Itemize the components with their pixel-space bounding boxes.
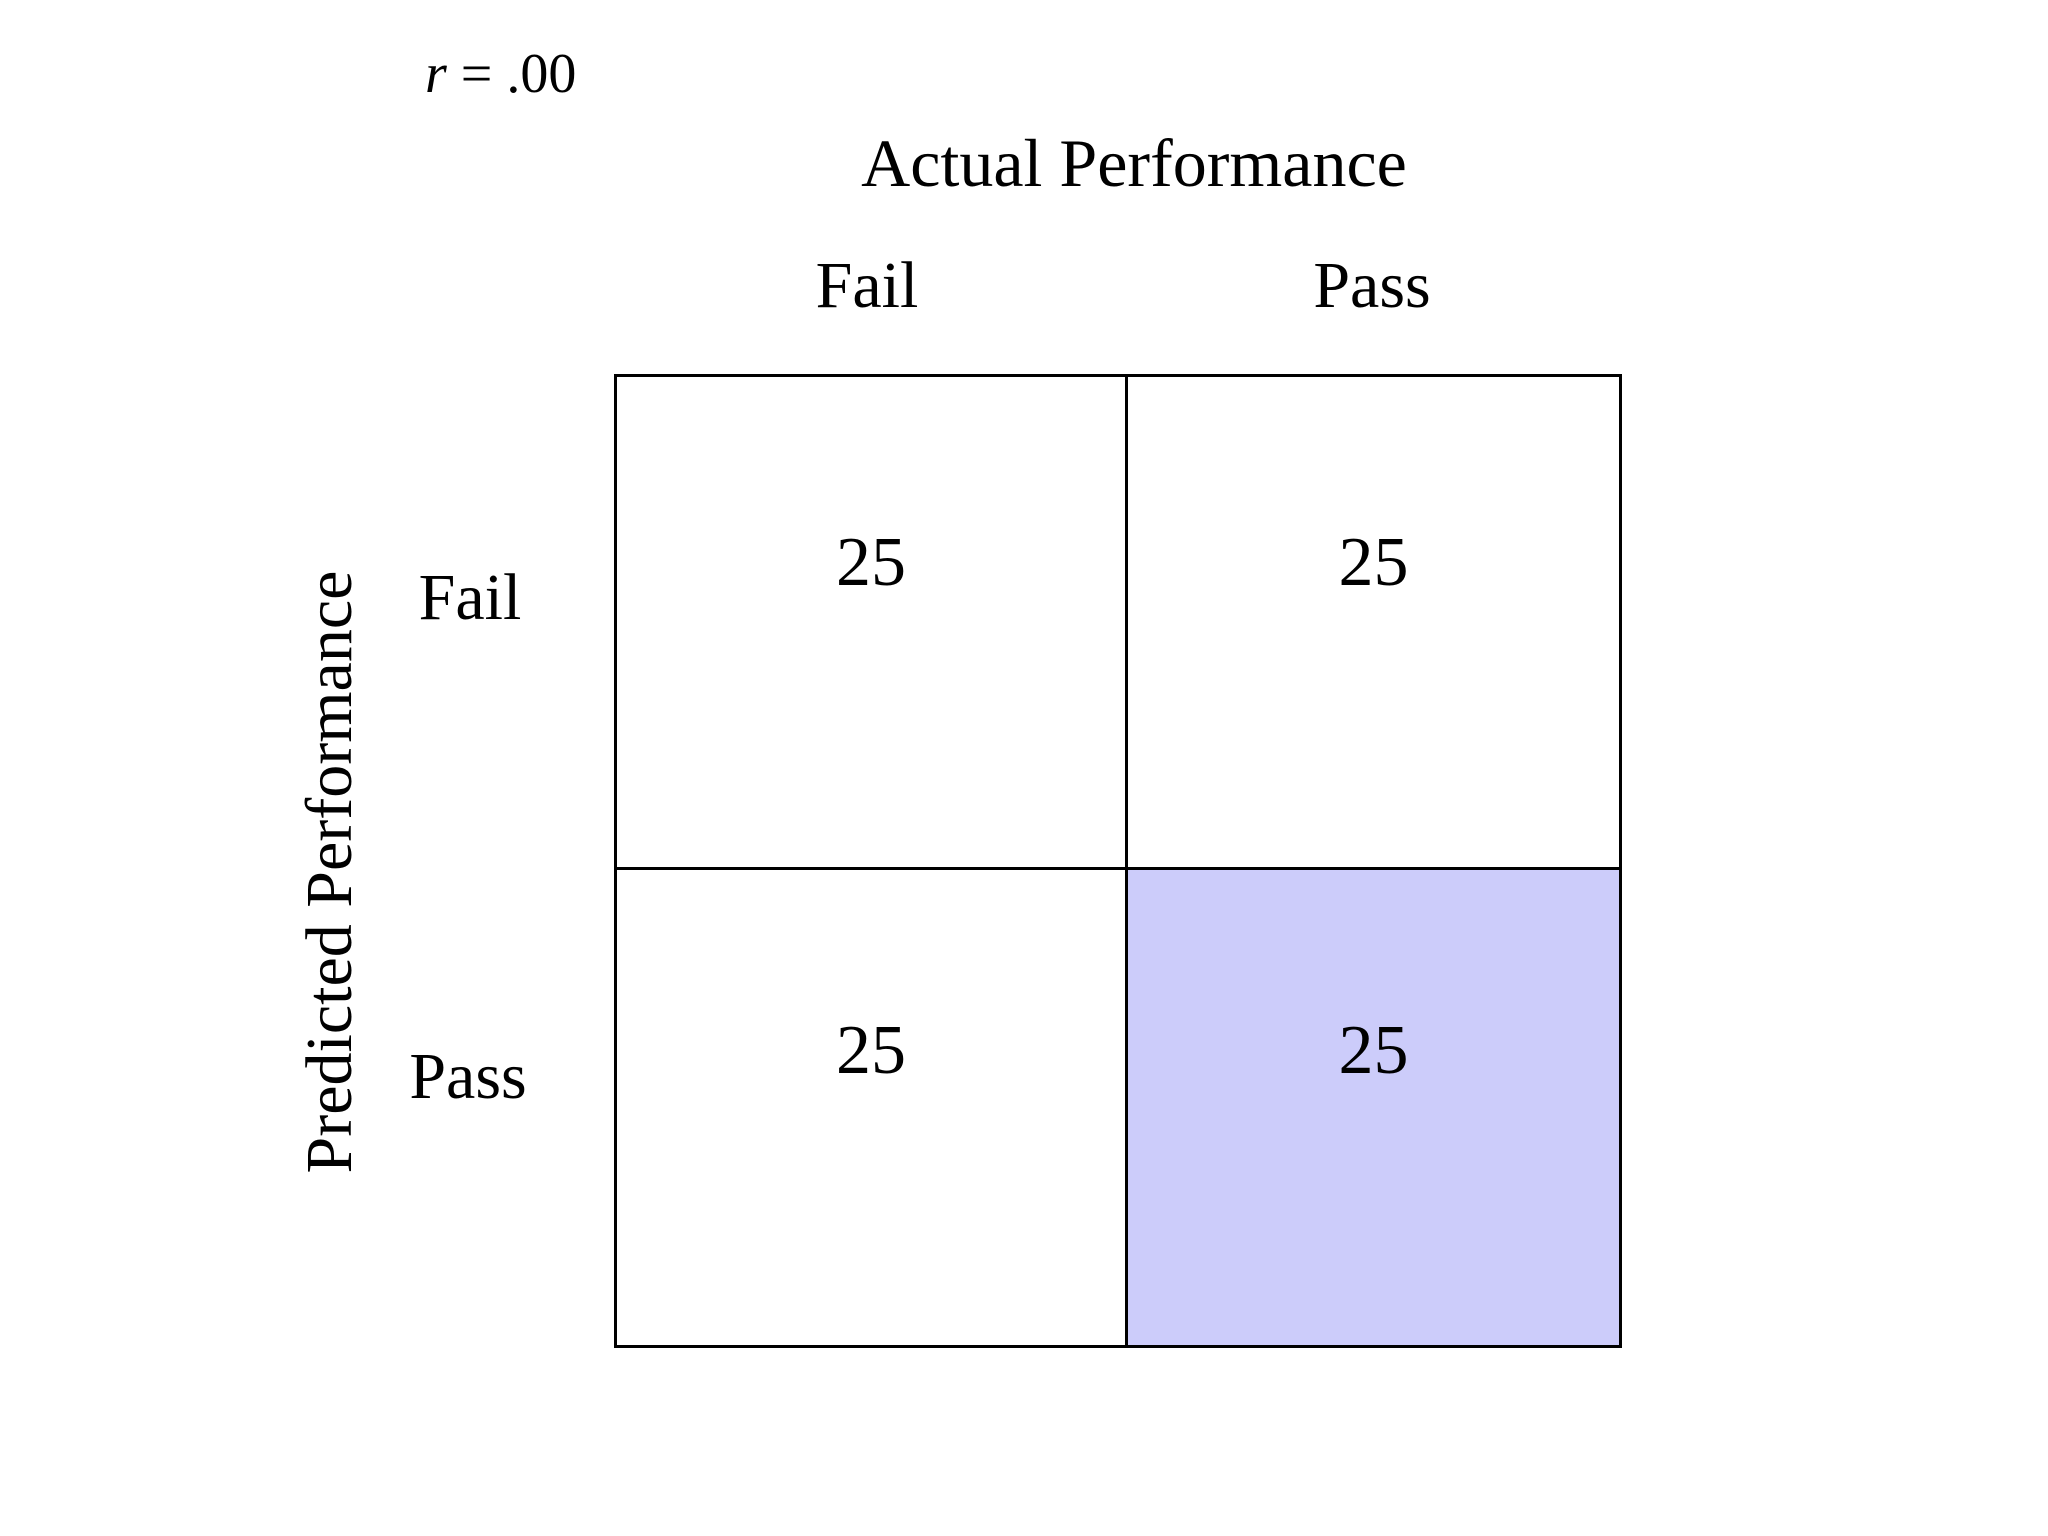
- cell-value: 25: [836, 524, 906, 602]
- cell-value: 25: [1338, 524, 1409, 602]
- cell-value: 25: [1338, 1011, 1409, 1089]
- row-header-pass: Pass: [409, 1040, 527, 1113]
- contingency-table: 25 25 25 25: [614, 374, 1622, 1348]
- correlation-symbol: r: [425, 43, 447, 105]
- cell-value: 25: [836, 1011, 906, 1089]
- correlation-annotation: r = .00: [425, 46, 576, 102]
- equals-sign: =: [460, 43, 493, 105]
- cell-fail-pass: 25: [1128, 377, 1619, 870]
- row-axis-title: Predicted Performance: [293, 570, 366, 1174]
- cell-pass-fail: 25: [617, 870, 1128, 1345]
- column-axis-title: Actual Performance: [861, 125, 1407, 201]
- cell-pass-pass: 25: [1128, 870, 1619, 1345]
- column-header-pass: Pass: [1313, 249, 1431, 322]
- correlation-value: .00: [506, 43, 577, 105]
- column-header-fail: Fail: [815, 249, 919, 322]
- row-header-fail: Fail: [418, 561, 522, 634]
- cell-fail-fail: 25: [617, 377, 1128, 870]
